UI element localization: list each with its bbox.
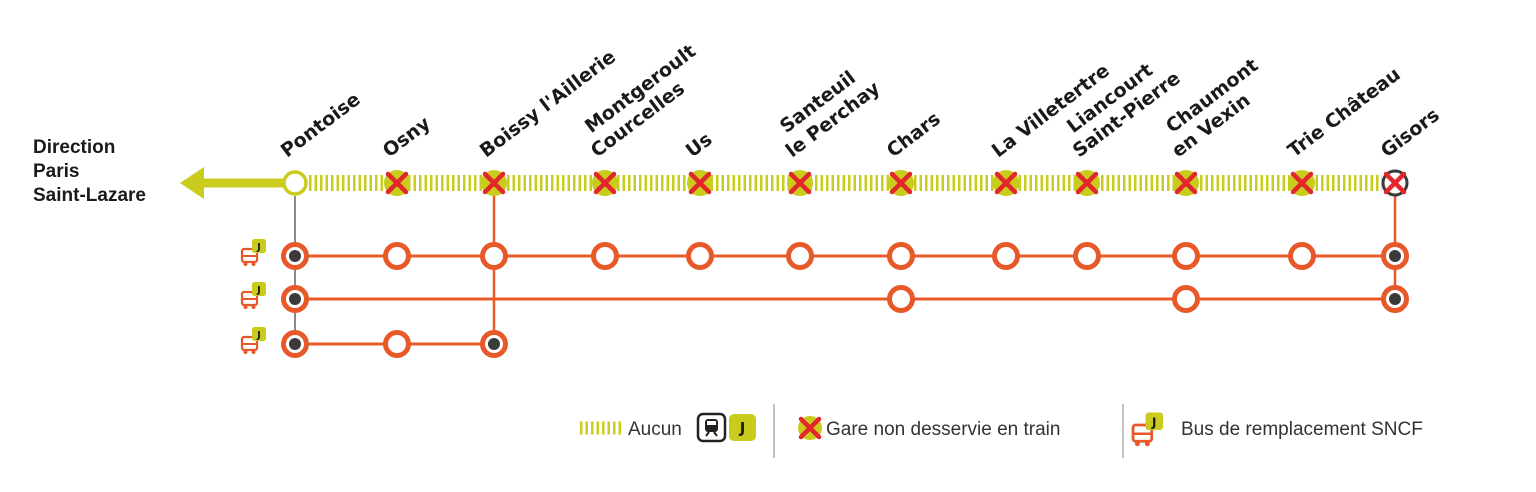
legend-not-served-label: Gare non desservie en train — [826, 419, 1060, 440]
bus-icon-route-3: J — [240, 327, 266, 354]
legend-bus-label: Bus de remplacement SNCF — [1181, 419, 1423, 440]
station-label-line-pontoise-0: Pontoise — [277, 88, 365, 162]
direction-line-1: Direction — [33, 137, 116, 158]
station-label-us: Us — [682, 128, 717, 162]
bus-icon-route-2: J — [240, 282, 266, 309]
bus-stop-semi-direct-chaumont — [1172, 285, 1200, 313]
cross-b-boissy — [482, 171, 506, 195]
station-label-gisors: Gisors — [1377, 104, 1444, 162]
station-label-line-chars-0: Chars — [883, 108, 945, 162]
direction-line-2: Paris — [33, 161, 80, 182]
bus-icon-route-3-wheel-right — [251, 350, 256, 354]
hub-dot-omnibus-pontoise — [289, 250, 301, 262]
cross-b-us — [688, 171, 712, 195]
hub-dot-semi-direct-gisors — [1389, 293, 1401, 305]
bus-icon-route-1-wheel-right — [251, 262, 256, 266]
bus-icon-route-2-badge-letter: J — [256, 285, 261, 296]
cross-b-liancourt — [1075, 171, 1099, 195]
station-label-line-gisors-0: Gisors — [1377, 104, 1444, 162]
legend-badge-letter: J — [739, 419, 746, 437]
legend-badge — [729, 414, 756, 441]
direction-line-3: Saint-Lazare — [33, 185, 146, 206]
bus-icon-route-3-wheel-left — [243, 350, 248, 354]
bus-stop-omnibus-chars — [887, 242, 915, 270]
legend-bus-icon-wheel-left — [1134, 441, 1140, 447]
bus-stop-omnibus-villetertre — [992, 242, 1020, 270]
train-icon-leg-left — [705, 431, 710, 437]
cross-b-santeuil — [788, 171, 812, 195]
bus-stop-omnibus-liancourt — [1073, 242, 1101, 270]
legend-cross-b — [798, 416, 822, 440]
bus-stop-omnibus-osny — [383, 242, 411, 270]
legend-bus-icon-badge — [1145, 412, 1163, 430]
cross-b-trie — [1290, 171, 1314, 195]
direction-arrow-head — [180, 167, 204, 199]
bus-icon-route-3-badge — [252, 327, 266, 341]
bus-icon-route-1-badge-letter: J — [256, 242, 261, 253]
station-marker-pontoise — [282, 170, 308, 196]
bus-stop-semi-direct-chars — [887, 285, 915, 313]
cross-b-villetertre — [994, 171, 1018, 195]
cross-b-chaumont — [1174, 171, 1198, 195]
station-label-santeuil: Santeuille Perchay — [768, 59, 885, 162]
train-icon-leg-right — [713, 431, 718, 437]
bus-icon-route-1-wheel-left — [243, 262, 248, 266]
legend-bus-icon-badge-letter: J — [1151, 414, 1157, 429]
bus-stop-omnibus-us — [686, 242, 714, 270]
bus-icon-route-1-badge — [252, 239, 266, 253]
hub-dot-short-pontoise — [289, 338, 301, 350]
bus-stop-omnibus-chaumont — [1172, 242, 1200, 270]
bus-stop-omnibus-trie — [1288, 242, 1316, 270]
station-label-line-us-0: Us — [682, 128, 717, 162]
bus-icon-route-2-badge — [252, 282, 266, 296]
direction-label: Direction Paris Saint-Lazare — [33, 136, 146, 208]
hub-dot-omnibus-gisors — [1389, 250, 1401, 262]
hub-dot-short-boissy — [488, 338, 500, 350]
cross-b-osny — [385, 171, 409, 195]
station-label-line-osny-0: Osny — [379, 112, 435, 162]
hub-dot-semi-direct-pontoise — [289, 293, 301, 305]
bus-icon-route-3-badge-letter: J — [256, 330, 261, 341]
cross-b-gisors — [1383, 171, 1407, 195]
bus-stop-omnibus-santeuil — [786, 242, 814, 270]
bus-stop-omnibus-montgeroult — [591, 242, 619, 270]
cross-b-chars — [889, 171, 913, 195]
bus-stop-short-osny — [383, 330, 411, 358]
bus-icon-route-2-wheel-right — [251, 305, 256, 309]
bus-icon-route-1: J — [240, 239, 266, 266]
station-label-pontoise: Pontoise — [277, 88, 365, 162]
legend-bus-icon-wheel-right — [1144, 441, 1150, 447]
legend-bus-icon: J — [1131, 412, 1163, 447]
station-label-osny: Osny — [379, 112, 435, 162]
train-icon — [696, 412, 727, 443]
bus-stop-omnibus-boissy — [480, 242, 508, 270]
legend-no-train-label: Aucun — [628, 419, 682, 440]
cross-b-montgeroult — [593, 171, 617, 195]
bus-icon-route-2-wheel-left — [243, 305, 248, 309]
train-icon-body — [705, 419, 718, 432]
station-label-chars: Chars — [883, 108, 945, 162]
train-icon-window — [707, 421, 716, 425]
